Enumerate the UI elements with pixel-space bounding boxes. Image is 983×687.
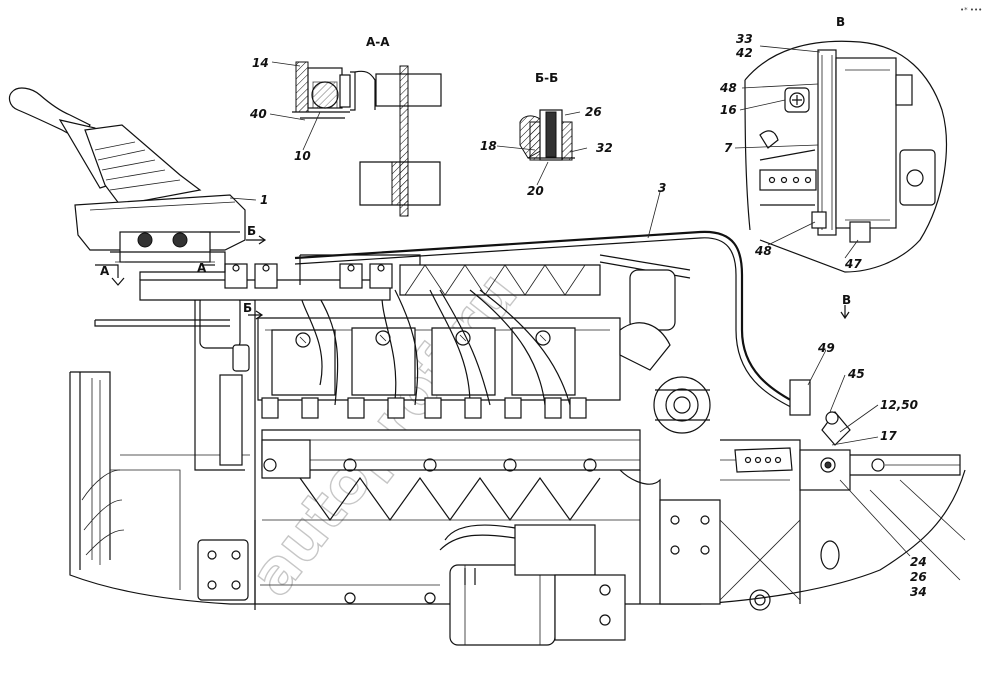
callout-49: 49	[817, 341, 835, 355]
corner-mark: •* •••	[960, 6, 982, 14]
fuel-pump-area	[619, 269, 966, 611]
callout-40: 40	[249, 107, 267, 121]
view-arrow-v: В	[842, 293, 851, 307]
callout-12-50: 12,50	[880, 398, 918, 412]
leader-lines	[229, 45, 911, 557]
section-mark-a-right: A	[197, 261, 207, 275]
fuel-rail	[94, 254, 601, 327]
callout-17: 17	[880, 429, 897, 443]
callout-18: 18	[480, 139, 497, 153]
callout-45: 45	[847, 367, 865, 381]
section-mark-a-left: A	[100, 264, 110, 278]
section-title-b-b: Б-Б	[535, 71, 558, 85]
section-b-b	[519, 109, 575, 161]
callout-48-top: 48	[719, 81, 737, 95]
callout-7: 7	[724, 141, 733, 155]
section-mark-b-bottom: Б	[243, 301, 252, 315]
engine-block	[180, 289, 641, 610]
view-title-v: В	[836, 15, 845, 29]
callout-42: 42	[735, 46, 753, 60]
callout-26: 26	[585, 105, 602, 119]
callout-48-bottom: 48	[754, 244, 772, 258]
injector-row	[261, 397, 587, 419]
section-title-a-a: A-A	[366, 35, 390, 49]
callout-24: 24	[910, 555, 927, 569]
callout-32: 32	[596, 141, 613, 155]
section-markers	[95, 235, 850, 320]
starter-motor	[439, 524, 626, 646]
callout-20: 20	[527, 184, 544, 198]
callout-26-bottom: 26	[910, 570, 927, 584]
callout-33: 33	[736, 32, 753, 46]
section-mark-b-top: Б	[247, 224, 256, 238]
callout-47: 47	[844, 257, 862, 271]
callout-3: 3	[658, 181, 666, 195]
engine-outline	[69, 371, 966, 605]
section-a-a	[292, 61, 442, 217]
callout-16: 16	[720, 103, 737, 117]
callout-1: 1	[260, 193, 268, 207]
callout-10: 10	[294, 149, 311, 163]
callout-14: 14	[252, 56, 269, 70]
callout-34: 34	[910, 585, 927, 599]
gear-lever	[8, 87, 246, 280]
view-v-detail	[744, 40, 947, 273]
